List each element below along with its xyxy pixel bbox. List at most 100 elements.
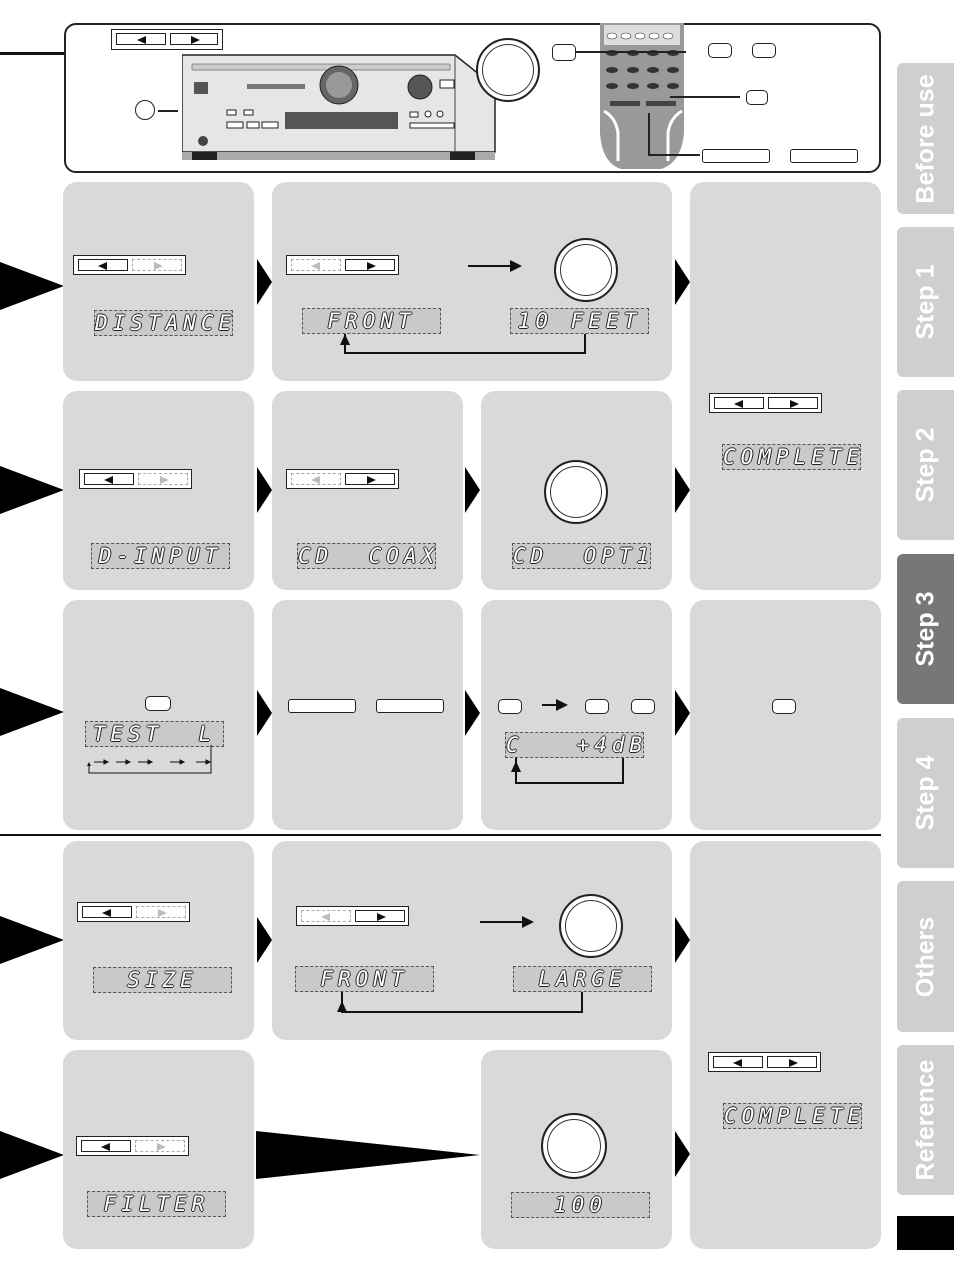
panel-test-off <box>690 600 881 830</box>
cursor-buttons-left-active[interactable] <box>73 255 186 275</box>
step-arrow <box>675 259 690 305</box>
step-arrow <box>675 690 690 736</box>
display-distance: DISTANCE <box>94 310 237 336</box>
row1-pointer <box>0 262 64 310</box>
cursor-buttons-left-active[interactable] <box>77 902 190 922</box>
loop-arrowhead <box>337 1001 347 1012</box>
tab-label: Step 2 <box>911 427 939 503</box>
panel-test-tone <box>63 600 254 830</box>
tab-label: Before use <box>911 73 939 204</box>
callout-connector <box>158 110 178 112</box>
top-volume-knob[interactable] <box>476 38 540 102</box>
step-arrow <box>465 690 480 736</box>
tab-reference[interactable]: Reference <box>897 1045 954 1195</box>
volume-knob[interactable] <box>541 1113 607 1179</box>
callout-line-left <box>135 100 155 120</box>
cursor-buttons-left-active[interactable] <box>79 469 192 489</box>
cursor-buttons-left-active[interactable] <box>76 1136 189 1156</box>
page-number-block <box>897 1216 954 1250</box>
top-button-c[interactable] <box>752 43 776 58</box>
panel-size-select <box>63 841 254 1040</box>
top-wide-button-2[interactable] <box>790 149 858 163</box>
remote-callout-line-4 <box>648 154 700 156</box>
volume-knob[interactable] <box>559 894 623 958</box>
panel-test-adjust <box>272 600 463 830</box>
tab-label: Others <box>911 916 939 997</box>
display-cd-opt: CD OPT1 <box>512 543 655 569</box>
row2-pointer <box>0 466 64 514</box>
row3-pointer <box>0 688 64 736</box>
cursor-buttons-both[interactable] <box>709 393 822 413</box>
section-divider <box>0 834 881 836</box>
display-filter: FILTER <box>87 1191 226 1217</box>
top-cursor-buttons[interactable] <box>111 29 223 50</box>
volume-knob[interactable] <box>544 460 608 524</box>
top-rule <box>0 52 66 55</box>
step-arrow <box>675 917 690 963</box>
display-center-level: C +4dB <box>505 732 648 758</box>
panel-distance-select <box>63 182 254 381</box>
panel-complete-1 <box>690 182 881 590</box>
level-up-button[interactable] <box>585 699 609 714</box>
level-down-button[interactable] <box>631 699 655 714</box>
display-d-input: D-INPUT <box>91 543 230 569</box>
test-sequence-arrows <box>86 745 226 777</box>
flow-arrow <box>468 260 522 272</box>
step-arrow <box>465 467 480 513</box>
tab-label: Reference <box>911 1059 939 1181</box>
skip-arrow <box>256 1131 480 1179</box>
top-button-d[interactable] <box>746 90 768 105</box>
display-large: LARGE <box>513 966 652 992</box>
tab-step-4[interactable]: Step 4 <box>897 718 954 868</box>
display-front: FRONT <box>295 966 434 992</box>
step-arrow <box>675 467 690 513</box>
channel-button[interactable] <box>498 699 522 714</box>
step-arrow <box>675 1131 690 1177</box>
test-off-button[interactable] <box>772 699 796 714</box>
tab-label: Step 1 <box>911 264 939 340</box>
flow-arrow <box>480 916 534 928</box>
tab-others[interactable]: Others <box>897 881 954 1032</box>
tab-step-3[interactable]: Step 3 <box>897 554 954 704</box>
display-complete: COMPLETE <box>723 1103 866 1129</box>
loop-line <box>341 992 583 1013</box>
test-button[interactable] <box>145 696 171 711</box>
tab-step-1[interactable]: Step 1 <box>897 227 954 377</box>
remote-callout-line-2 <box>670 96 740 98</box>
flow-arrow <box>542 699 568 711</box>
step-arrow <box>257 917 272 963</box>
display-cd-coax: CD COAX <box>297 543 440 569</box>
display-complete: COMPLETE <box>722 444 865 470</box>
loop-line <box>515 758 624 784</box>
receiver-icon <box>181 52 497 160</box>
panel-complete-2 <box>690 841 881 1249</box>
display-feet: 10 FEET <box>510 308 649 334</box>
cursor-buttons-right-active[interactable] <box>286 255 399 275</box>
row4-pointer <box>0 916 64 964</box>
top-button-b[interactable] <box>708 43 732 58</box>
display-frequency: 100 <box>511 1192 650 1218</box>
volume-knob[interactable] <box>554 238 618 302</box>
remote-callout-line-3 <box>648 113 650 155</box>
top-button-a[interactable] <box>552 44 576 61</box>
step-arrow <box>257 467 272 513</box>
step-arrow <box>257 259 272 305</box>
top-wide-button-1[interactable] <box>702 149 770 163</box>
step-arrow <box>257 690 272 736</box>
cursor-buttons-both[interactable] <box>708 1052 821 1072</box>
loop-line <box>344 334 586 354</box>
wide-button-2[interactable] <box>376 699 444 713</box>
wide-button-1[interactable] <box>288 699 356 713</box>
cursor-buttons-right-active[interactable] <box>286 469 399 489</box>
tab-before-use[interactable]: Before use <box>897 63 954 214</box>
display-front: FRONT <box>302 308 441 334</box>
tab-step-2[interactable]: Step 2 <box>897 390 954 540</box>
tab-label: Step 4 <box>911 755 939 831</box>
display-size: SIZE <box>93 967 232 993</box>
remote-callout-line <box>576 51 686 53</box>
row5-pointer <box>0 1131 64 1179</box>
tab-label: Step 3 <box>911 591 939 667</box>
loop-arrowhead <box>340 334 350 345</box>
cursor-buttons-right-active[interactable] <box>296 906 409 926</box>
panel-level-adjust <box>481 600 672 830</box>
